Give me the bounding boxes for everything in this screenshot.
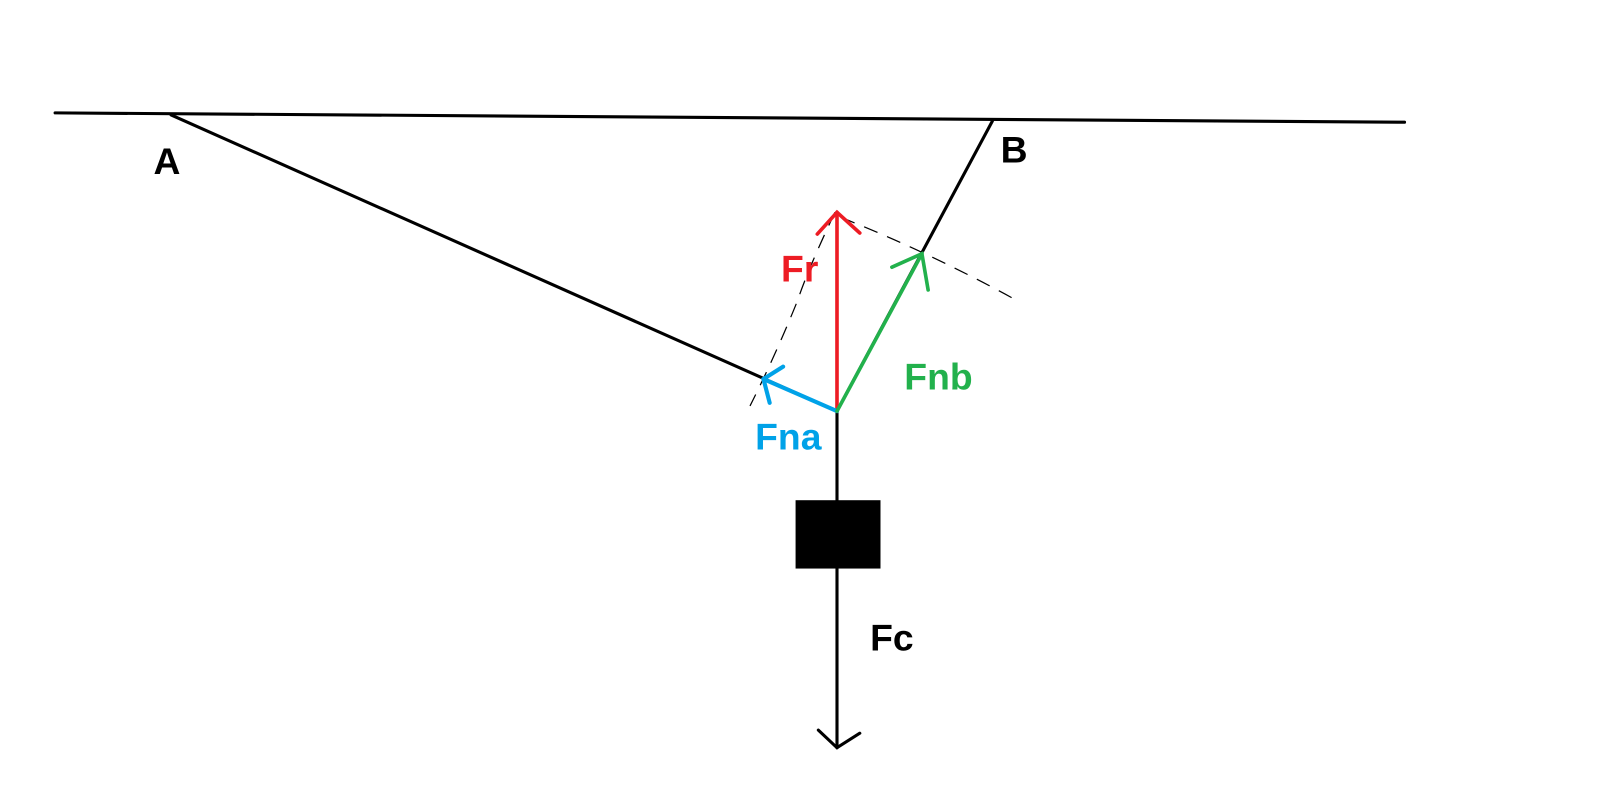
rope-b-force-arrowhead (890, 251, 930, 292)
rope-a-force-vector (761, 376, 840, 414)
rope-a-force-arrowhead (761, 364, 786, 405)
resultant-arrowhead (815, 209, 862, 236)
construction-line-left (749, 212, 836, 407)
label-weight: Fc (870, 616, 914, 658)
hanging-mass (795, 500, 881, 569)
construction-line-right (840, 216, 1021, 303)
ceiling-line (53, 111, 1407, 124)
label-point-a: A (153, 140, 180, 182)
label-resultant: Fr (781, 248, 818, 290)
label-force-rope-a: Fna (755, 415, 822, 457)
rope-b-force-vector (835, 251, 924, 413)
label-force-rope-b: Fnb (904, 355, 972, 397)
weight-arrowhead (816, 728, 862, 750)
rope-a (169, 113, 839, 413)
label-point-b: B (1001, 129, 1028, 171)
